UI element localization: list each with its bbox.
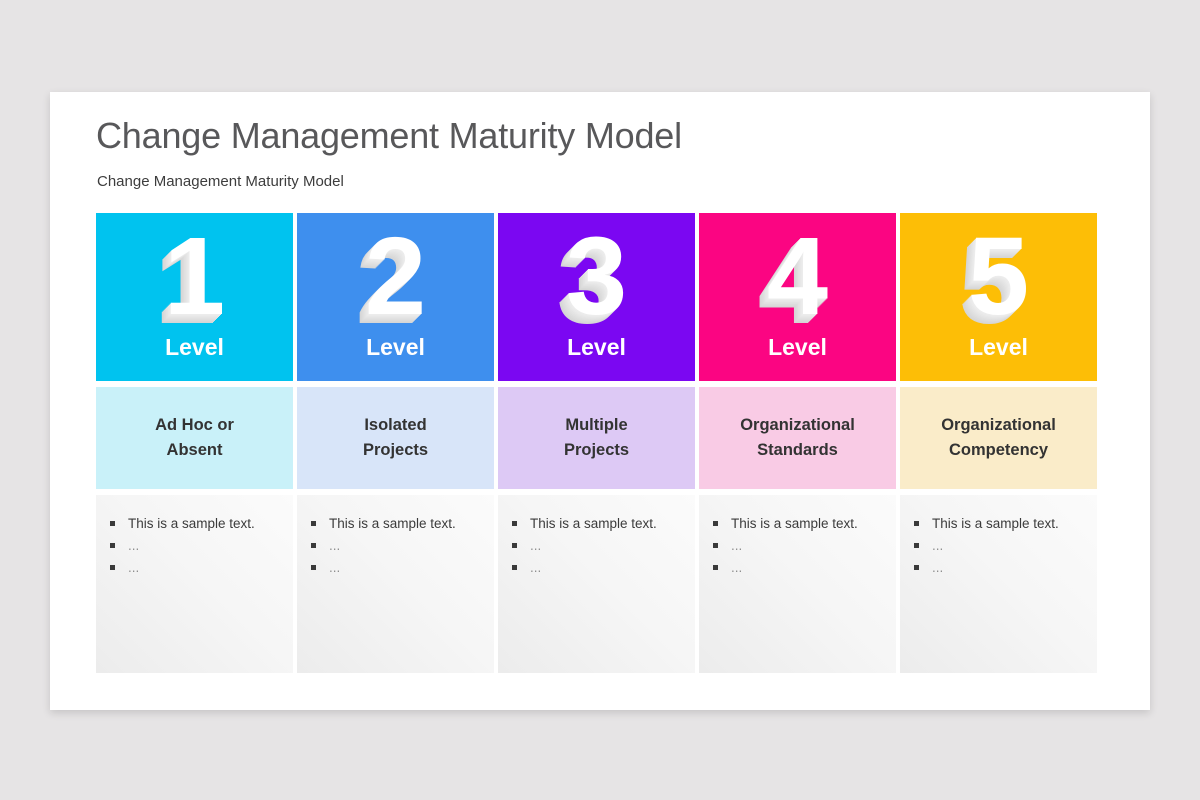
bullet-square-icon (713, 520, 718, 526)
bullet-text: ... (530, 559, 542, 575)
level-name-line2: Projects (563, 441, 630, 459)
list-item: ... (914, 556, 1089, 578)
bullet-text: ... (731, 559, 743, 575)
level-column-4: 4 Level Organizational Standards This is… (699, 213, 896, 673)
bullet-text: ... (128, 559, 140, 575)
level-name: Isolated Projects (297, 387, 494, 489)
page-subtitle: Change Management Maturity Model (97, 173, 344, 190)
bullet-text: ... (329, 537, 341, 553)
level-name: Organizational Standards (699, 387, 896, 489)
bullet-square-icon (311, 542, 316, 548)
level-header: 2 Level (297, 213, 494, 381)
list-item: This is a sample text. (914, 512, 1089, 534)
level-name-line2: Absent (166, 441, 223, 459)
bullet-square-icon (512, 542, 517, 548)
bullet-text: This is a sample text. (128, 515, 255, 531)
level-bullets: This is a sample text. ... ... (498, 495, 695, 673)
list-item: This is a sample text. (311, 512, 486, 534)
level-bullets: This is a sample text. ... ... (96, 495, 293, 673)
bullet-text: ... (128, 537, 140, 553)
level-header: 4 Level (699, 213, 896, 381)
bullet-text: ... (329, 559, 341, 575)
level-label: Level (768, 334, 827, 360)
list-item: ... (512, 534, 687, 556)
level-name-line1: Isolated (364, 416, 427, 434)
level-number: 1 (163, 215, 226, 338)
bullet-text: ... (731, 537, 743, 553)
level-bullets: This is a sample text. ... ... (297, 495, 494, 673)
level-name-line1: Multiple (565, 416, 628, 434)
list-item: ... (110, 534, 285, 556)
list-item: ... (311, 556, 486, 578)
level-bullets: This is a sample text. ... ... (699, 495, 896, 673)
level-number: 3 (565, 215, 628, 338)
list-item: ... (713, 534, 888, 556)
bullet-square-icon (311, 564, 316, 570)
level-label: Level (969, 334, 1028, 360)
bullet-square-icon (512, 564, 517, 570)
bullet-square-icon (110, 564, 115, 570)
list-item: ... (311, 534, 486, 556)
list-item: ... (713, 556, 888, 578)
list-item: ... (110, 556, 285, 578)
level-name: Organizational Competency (900, 387, 1097, 489)
list-item: This is a sample text. (110, 512, 285, 534)
level-column-5: 5 Level Organizational Competency This i… (900, 213, 1097, 673)
list-item: ... (512, 556, 687, 578)
bullet-square-icon (311, 520, 316, 526)
level-label: Level (567, 334, 626, 360)
bullet-text: ... (932, 537, 944, 553)
level-bullets: This is a sample text. ... ... (900, 495, 1097, 673)
bullet-text: ... (932, 559, 944, 575)
level-name-line2: Competency (948, 441, 1049, 459)
bullet-text: This is a sample text. (329, 515, 456, 531)
level-header: 5 Level (900, 213, 1097, 381)
level-name-line1: Ad Hoc or (155, 416, 234, 434)
bullet-square-icon (110, 542, 115, 548)
level-name-line2: Projects (362, 441, 429, 459)
bullet-text: This is a sample text. (731, 515, 858, 531)
level-name-line2: Standards (757, 441, 838, 459)
bullet-square-icon (914, 542, 919, 548)
slide-card: Change Management Maturity Model Change … (50, 92, 1150, 710)
level-header: 1 Level (96, 213, 293, 381)
level-column-3: 3 Level Multiple Projects This is a samp… (498, 213, 695, 673)
level-name: Ad Hoc or Absent (96, 387, 293, 489)
page-title: Change Management Maturity Model (96, 115, 682, 156)
bullet-square-icon (512, 520, 517, 526)
level-column-2: 2 Level Isolated Projects This is a samp… (297, 213, 494, 673)
level-number: 4 (766, 215, 829, 338)
bullet-text: This is a sample text. (530, 515, 657, 531)
bullet-square-icon (713, 564, 718, 570)
bullet-square-icon (713, 542, 718, 548)
bullet-square-icon (914, 520, 919, 526)
list-item: This is a sample text. (713, 512, 888, 534)
bullet-text: ... (530, 537, 542, 553)
bullet-square-icon (110, 520, 115, 526)
list-item: This is a sample text. (512, 512, 687, 534)
level-label: Level (366, 334, 425, 360)
maturity-columns: 1 Level Ad Hoc or Absent This is a sampl… (96, 213, 1097, 673)
level-name: Multiple Projects (498, 387, 695, 489)
bullet-text: This is a sample text. (932, 515, 1059, 531)
level-name-line1: Organizational (941, 416, 1056, 434)
level-label: Level (165, 334, 224, 360)
level-name-line1: Organizational (740, 416, 855, 434)
level-number: 5 (967, 215, 1030, 338)
level-header: 3 Level (498, 213, 695, 381)
level-column-1: 1 Level Ad Hoc or Absent This is a sampl… (96, 213, 293, 673)
level-number: 2 (364, 215, 427, 338)
list-item: ... (914, 534, 1089, 556)
bullet-square-icon (914, 564, 919, 570)
